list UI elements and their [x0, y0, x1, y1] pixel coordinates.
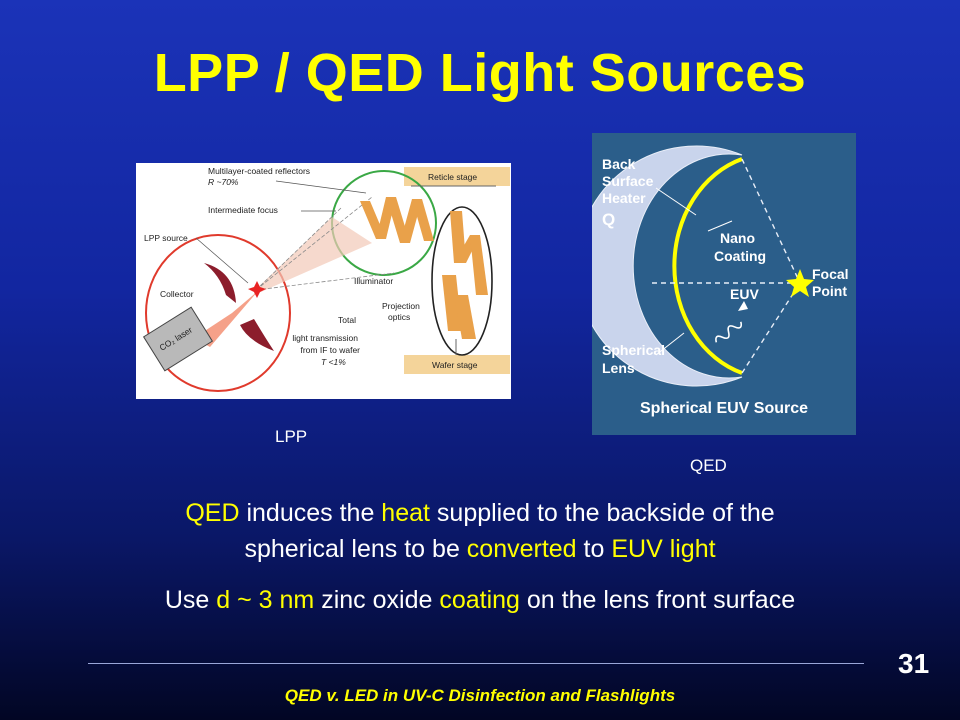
text-euv-light: EUV light	[611, 535, 716, 563]
wafer-stage-band	[404, 355, 510, 374]
label-spherical-euv-source: Spherical EUV Source	[640, 400, 808, 417]
text-to: to	[576, 535, 612, 563]
label-projection: Projection	[382, 301, 420, 311]
label-surface: Surface	[602, 173, 654, 189]
label-total: Total	[338, 315, 356, 325]
label-focal: Focal	[812, 266, 849, 282]
label-euv: EUV	[730, 286, 759, 302]
collector-mirror-top	[204, 263, 236, 303]
spherical-lens-shape	[592, 145, 743, 387]
label-heater: Heater	[602, 190, 646, 206]
text-converted: converted	[466, 535, 577, 563]
text-coating: coating	[439, 586, 520, 614]
label-collector: Collector	[160, 289, 194, 299]
text-spherical-lens: spherical lens to be	[244, 535, 467, 563]
euv-arrow-icon	[738, 301, 748, 311]
page-number: 31	[898, 648, 930, 679]
text-induces: induces the	[239, 499, 382, 527]
label-spherical: Spherical	[602, 342, 665, 358]
qed-diagram: Back Surface Heater Q Nano Coating EUV F…	[592, 133, 856, 435]
caption-lpp: LPP	[275, 427, 308, 446]
text-use: Use	[164, 586, 217, 614]
footer-divider	[88, 663, 864, 664]
label-q: Q	[602, 210, 615, 229]
text-heat: heat	[381, 499, 430, 527]
reticle-stage-band	[404, 167, 510, 186]
footer-text: QED v. LED in UV-C Disinfection and Flas…	[284, 686, 676, 705]
label-reticle-stage: Reticle stage	[428, 172, 477, 182]
label-reflectance: R ~70%	[208, 177, 239, 187]
text-front-surface: on the lens front surface	[519, 586, 796, 614]
label-lens: Lens	[602, 360, 635, 376]
label-lpp-source: LPP source	[144, 233, 188, 243]
nano-coating-arc	[672, 157, 743, 375]
source-ellipse	[145, 234, 291, 392]
label-point: Point	[812, 283, 847, 299]
collector-mirror-bottom	[240, 319, 274, 351]
label-illuminator: Illuminator	[354, 276, 393, 286]
text-supplied: supplied to the backside of the	[429, 499, 775, 527]
plasma-icon	[248, 281, 266, 298]
statement-coating: Use d ~ 3 nm zinc oxide coating on the l…	[0, 582, 960, 618]
label-back: Back	[602, 156, 636, 172]
text-thickness: d ~ 3 nm	[216, 586, 315, 614]
label-wafer-stage: Wafer stage	[432, 360, 478, 370]
label-t-value: T <1%	[321, 357, 346, 367]
slide-title: LPP / QED Light Sources	[153, 43, 807, 103]
caption-qed: QED	[690, 456, 727, 475]
text-zinc-oxide: zinc oxide	[314, 586, 440, 614]
focal-point-star-icon	[786, 269, 814, 297]
label-reflectors: Multilayer-coated reflectors	[208, 166, 310, 176]
text-qed: QED	[185, 499, 240, 527]
label-coating: Coating	[714, 248, 766, 264]
label-transmission: light transmission	[292, 333, 358, 343]
label-from-if: from IF to wafer	[300, 345, 360, 355]
label-intermediate-focus: Intermediate focus	[208, 205, 278, 215]
label-nano: Nano	[720, 230, 755, 246]
lpp-diagram: Multilayer-coated reflectors R ~70% Inte…	[136, 163, 511, 399]
label-optics: optics	[388, 312, 410, 322]
statement-qed-heat: QED induces the heat supplied to the bac…	[0, 495, 960, 567]
projection-ellipse	[431, 206, 493, 356]
